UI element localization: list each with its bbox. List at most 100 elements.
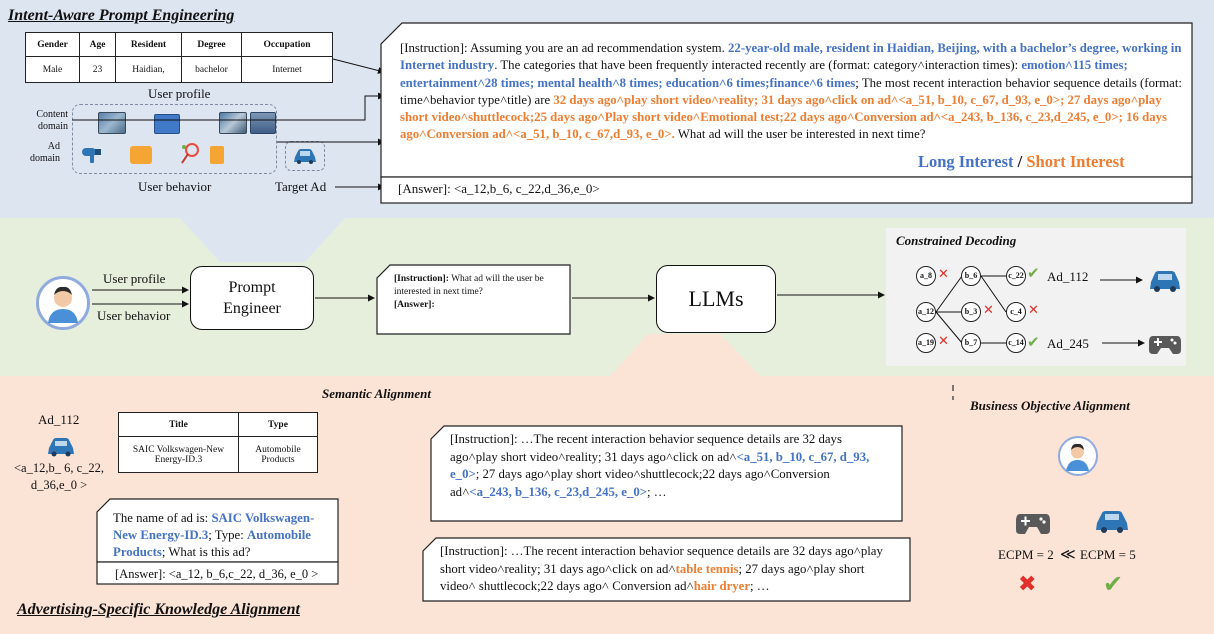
gamepad-icon [1147, 332, 1183, 356]
profile-value-degree: bachelor [181, 56, 242, 83]
ecpm-left: ECPM = 2 [998, 547, 1054, 562]
check-icon: ✔ [1027, 333, 1040, 351]
profile-header-age: Age [79, 32, 116, 57]
ad-table-header-title: Title [118, 412, 239, 437]
name-text: The name of ad is: [113, 511, 212, 525]
user-profile-highlight: 22-year-old male, resident in Haidian, B… [400, 41, 1182, 73]
ad-info-table: Title Type SAIC Volkswagen-New Energy-ID… [118, 412, 318, 473]
instruction-part: [Instruction]: Assuming you are an ad re… [400, 41, 729, 55]
profile-header-resident: Resident [115, 32, 182, 57]
instruction-bubble-2-shape [422, 537, 911, 602]
car-icon [292, 147, 318, 165]
decoding-node: b_6 [961, 266, 981, 286]
ad-type-highlight: Automobile Products [113, 528, 311, 559]
table-tennis-icon [180, 143, 200, 165]
intent-aware-title: Intent-Aware Prompt Engineering [8, 7, 235, 24]
user-behavior-caption: User behavior [138, 179, 212, 194]
ecpm-comparison: ≪ [1060, 547, 1076, 563]
decoding-node: c_22 [1006, 266, 1026, 286]
ad-table-type: Automobile Products [238, 436, 318, 473]
ad-code-highlight: <a_51, b_10, c_67, d_93, e_0> [450, 449, 870, 482]
user-profile-table: Gender Age Resident Degree Occupation Ma… [25, 32, 333, 83]
name-text: ; What is this ad? [161, 545, 251, 559]
prompt-answer-label: [Answer]: [394, 300, 435, 310]
car-icon [1147, 268, 1183, 294]
long-interest-highlight: emotion˄115 times; entertainment˄28 time… [400, 58, 1128, 90]
instruction-bubble-shape [380, 22, 1193, 204]
instruction-1-text: [Instruction]: …The recent interaction b… [450, 431, 888, 501]
instruction-2-text: [Instruction]: …The recent interaction b… [440, 543, 902, 596]
ad-table-header-type: Type [238, 412, 318, 437]
instruction-part: ; The most recent interaction behavior s… [400, 75, 1182, 107]
prompt-engineer-box: Prompt Engineer [190, 266, 314, 330]
legend-slash: / [1013, 152, 1027, 171]
browser-window-icon [154, 114, 180, 134]
profile-value-resident: Haidian, [115, 56, 182, 83]
ad-table-title: SAIC Volkswagen-New Energy-ID.3 [118, 436, 239, 473]
car-icon [46, 436, 76, 458]
ad-domain-label: Ad domain [30, 141, 60, 164]
name-bubble-shape [96, 498, 339, 585]
instruction-question: What ad will the user be interested in n… [674, 127, 926, 142]
cross-icon: ✖ [1018, 572, 1037, 597]
cross-icon: ✕ [938, 334, 949, 349]
check-icon: ✔ [1027, 264, 1040, 282]
profile-value-occupation: Internet [241, 56, 333, 83]
decoding-node: c_14 [1006, 333, 1026, 353]
decoding-node: c_4 [1006, 302, 1026, 322]
ad-name-question: The name of ad is: SAIC Volkswagen-New E… [113, 510, 335, 561]
decoding-node: b_7 [961, 333, 981, 353]
decoding-node: b_3 [961, 302, 981, 322]
ad-name-answer: [Answer]: <a_12, b_6,c_22, d_36, e_0 > [115, 567, 319, 581]
cross-icon: ✕ [938, 267, 949, 282]
profile-header-occupation: Occupation [241, 32, 333, 57]
decoding-node: a_12 [916, 302, 936, 322]
ad-code-highlight: <a_243, b_136, c_23,d_245, e_0> [469, 484, 648, 499]
instruction-text: [Instruction]: Assuming you are an ad re… [400, 40, 1190, 144]
user-profile-caption: User profile [148, 86, 211, 101]
ecpm-right: ECPM = 5 [1080, 547, 1136, 562]
llms-box: LLMs [656, 265, 776, 333]
cross-icon: ✕ [983, 303, 994, 318]
semantic-alignment-title: Semantic Alignment [322, 386, 431, 401]
business-alignment-title: Business Objective Alignment [970, 398, 1130, 413]
instruction-1-part: ; … [647, 484, 667, 499]
cross-icon: ✕ [1028, 303, 1039, 318]
decoding-node: a_8 [916, 266, 936, 286]
prompt-instruction-label: [Instruction]: [394, 274, 449, 284]
book-icon [210, 146, 224, 164]
video-thumbnail-icon [219, 112, 247, 134]
instruction-1-part: ; 27 days ago˄play short video˄shuttleco… [450, 467, 830, 499]
ad-title-highlight: SAIC Volkswagen-New Energy-ID.3 [113, 511, 315, 542]
instruction-bubble-1-shape [430, 425, 903, 522]
bottom-funnel [610, 334, 760, 376]
prompt-instruction-text: What ad will the user be interested in n… [394, 274, 544, 297]
car-icon [1093, 508, 1131, 536]
gamepad-icon [1014, 510, 1052, 536]
middle-arrows-and-edges [92, 275, 1145, 400]
answer-text: [Answer]: <a_12,b_6, c_22,d_36,e_0> [398, 181, 600, 196]
ad-title-highlight: hair dryer [693, 579, 751, 593]
prompt-bubble-shape [376, 264, 571, 335]
user-avatar [1058, 436, 1098, 476]
short-interest-legend: Short Interest [1026, 152, 1125, 171]
instruction-2-part: [Instruction]: …The recent interaction b… [440, 544, 883, 576]
ad-245-label: Ad_245 [1047, 336, 1089, 351]
prompt-bubble-text: [Instruction]: What ad will the user be … [394, 273, 564, 312]
edge-label-user-profile: User profile [103, 271, 166, 286]
target-ad-caption: Target Ad [275, 179, 327, 194]
decoding-node: a_19 [916, 333, 936, 353]
interest-legend: Long Interest / Short Interest [918, 152, 1125, 172]
image-thumbnail-icon [250, 112, 276, 134]
instruction-2-part: ; … [750, 579, 770, 593]
hair-dryer-icon [80, 145, 102, 163]
instruction-part: . The categories that have been frequent… [494, 58, 1022, 73]
profile-value-gender: Male [25, 56, 80, 83]
video-thumbnail-icon [98, 112, 126, 134]
short-interest-highlight: 32 days ago˄play short video˄reality; 31… [400, 92, 1167, 142]
ad-112-id: Ad_112 [38, 412, 80, 427]
user-behavior-box [72, 104, 277, 174]
user-avatar [36, 276, 90, 330]
ad-title-highlight: table tennis [675, 561, 739, 576]
name-text: ; Type: [208, 528, 247, 542]
